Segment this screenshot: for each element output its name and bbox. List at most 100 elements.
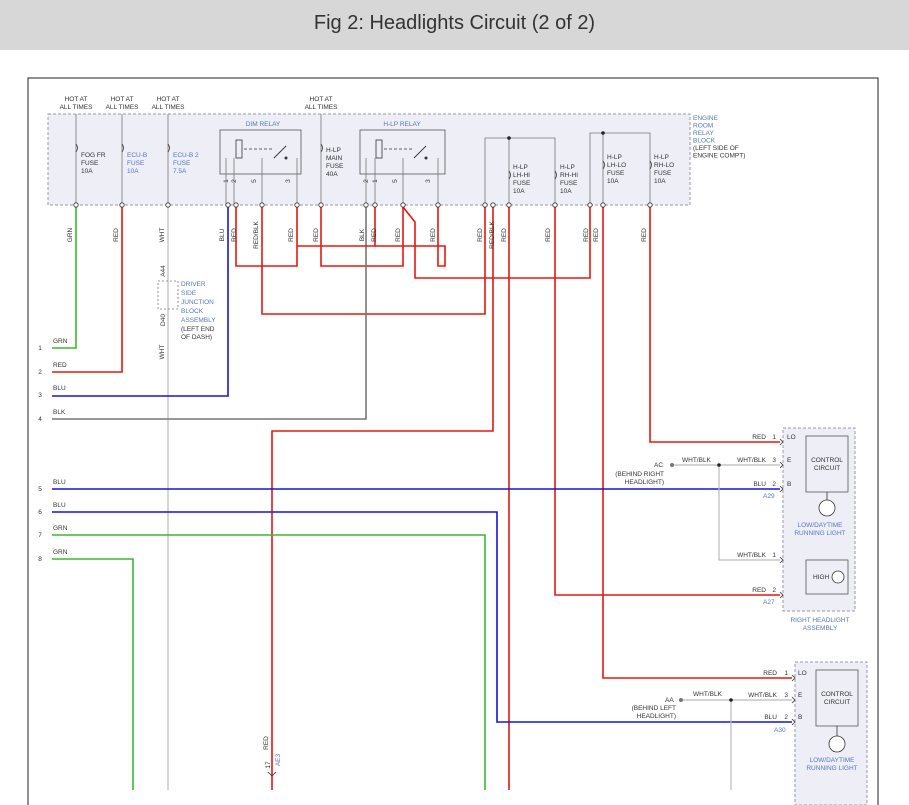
fuse-label: 10A [513,188,525,195]
pin-number: 2 [772,481,776,488]
diagram-frame [27,77,879,805]
block-label: ENGINE [693,115,719,122]
relay-contact [424,156,428,160]
pin-wire-label: BLU [753,481,766,488]
ground-note: HEADLIGHT) [625,479,664,486]
pin-name: LO [798,670,807,677]
output-number: 1 [38,345,42,352]
fuse-symbol [508,170,511,180]
block-terminal [363,202,369,208]
ground-wire-label: WHT/BLK [682,457,712,464]
title-bar [0,0,909,50]
left-control-circuit [815,669,859,727]
bottom-connector-id: AE3 [275,753,282,766]
high-label: HIGH [813,574,830,581]
connector-id: A27 [763,599,775,606]
assembly-label: ASSEMBLY [803,625,838,632]
pin-wire-label: RED [752,434,766,441]
hot-label: HOT AT [65,96,88,103]
light-label: RUNNING LIGHT [806,765,857,772]
wire-label: RED [231,228,238,242]
ground-id: AC [654,462,663,469]
junction-label: BLOCK [181,308,204,315]
block-terminal [552,202,558,208]
output-wire-label: RED [53,362,67,369]
pin-name: B [787,481,791,488]
wire-grn-1 [52,207,77,349]
wire-red-lo [402,206,591,279]
fuse-label: FUSE [513,180,531,187]
output-number: 3 [38,392,42,399]
wire-label: RED [545,228,552,242]
relay-coil [375,139,383,159]
wire-label: WHT [159,228,166,243]
junction-pin: D40 [160,314,167,326]
block-label: BLOCK [693,138,716,145]
wire-red-link [375,207,446,267]
fuse-label: ECU-B [127,152,147,159]
connector-chevron [791,696,796,704]
relay-pin-number: 3 [425,179,432,183]
fuse-symbol [320,143,323,153]
wire-red-rhhi [554,207,780,596]
ground-wire-label: WHT/BLK [693,691,723,698]
wire-red-rhlo [649,207,780,443]
pin-number: 1 [784,670,788,677]
control-label: CONTROL [811,457,843,464]
fuse-symbol [167,143,170,153]
wire-blk-4 [52,207,367,420]
hot-label: ALL TIMES [152,104,186,111]
junction-block-outline [157,280,179,310]
connector-chevron [267,771,277,777]
block-terminal [73,202,79,208]
block-label: ROOM [693,123,713,130]
connector-id: A29 [763,493,775,500]
output-wire-label: BLU [53,502,66,509]
control-label: CIRCUIT [814,465,840,472]
fuse-label: H-LP [560,164,575,171]
output-wire-label: GRN [53,525,68,532]
ground-point [670,463,674,467]
block-label: (LEFT SIDE OF [693,145,739,152]
wire-grn-7 [52,534,486,790]
junction-dot [507,136,511,140]
fuse-symbol [554,170,557,180]
output-number: 6 [38,509,42,516]
block-terminal [587,202,593,208]
output-wire-label: BLU [53,479,66,486]
block-terminal [435,202,441,208]
wire-label: RED [641,228,648,242]
fuse-label: ECU-B 2 [173,152,199,159]
fuse-label: FUSE [81,160,99,167]
fuse-label: FOG FR [81,152,106,159]
block-terminal [225,202,231,208]
wire-red-lhlo [602,207,792,679]
wire-label: RED [430,228,437,242]
wire-red-loop-a [235,207,298,267]
junction-wire-label: WHT [159,345,166,360]
pin-number: 3 [784,692,788,699]
ground-point [679,698,683,702]
pin-number: 3 [772,457,776,464]
light-label: LOW/DAYTIME [797,522,843,529]
block-terminal [372,202,378,208]
connector-chevron [779,461,784,469]
pin-wire-label: WHT/BLK [737,552,767,559]
junction-dot [729,698,733,702]
junction-pin: A44 [160,265,167,277]
hot-label: HOT AT [111,96,134,103]
output-number: 8 [38,556,42,563]
junction-label: OF DASH) [181,334,212,341]
wire-label: RED [477,228,484,242]
block-terminal [490,202,496,208]
wire-label: RED [113,228,120,242]
fuse-label: FUSE [173,160,191,167]
hot-label: ALL TIMES [60,104,94,111]
right-control-circuit [805,435,849,493]
fuse-label: H-LP [326,147,341,154]
low-light-bulb [828,735,846,753]
fuse-label: FUSE [654,170,672,177]
pin-name: LO [787,434,796,441]
pin-number: 1 [772,434,776,441]
